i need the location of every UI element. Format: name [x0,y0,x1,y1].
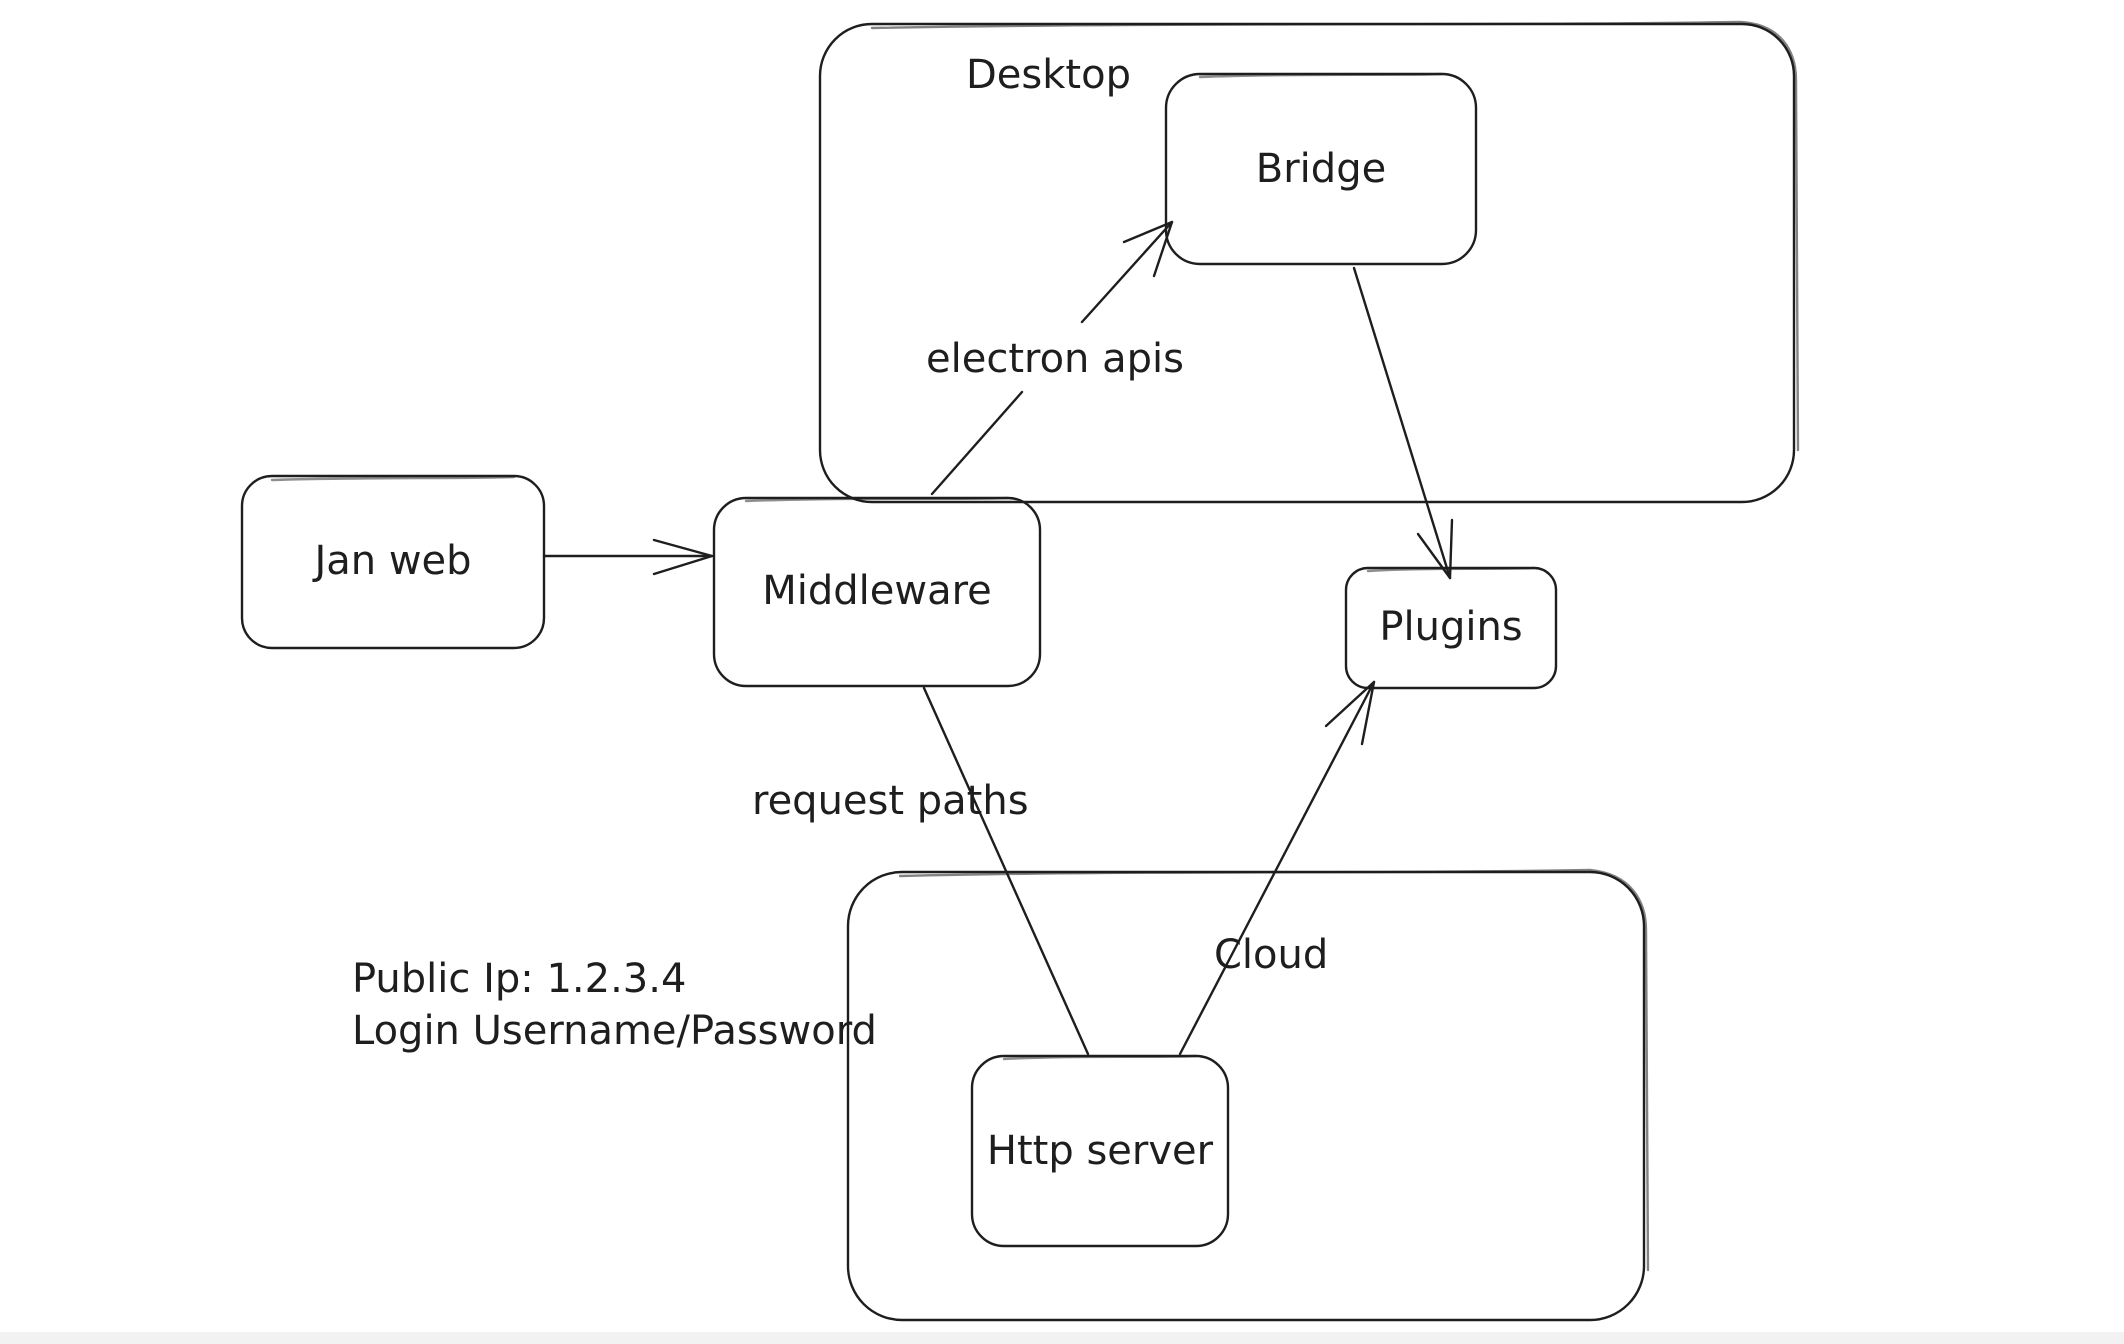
middleware-label: Middleware [762,568,992,614]
plugins-label: Plugins [1379,604,1522,650]
edge-bridge-to-plugins[interactable] [1352,266,1454,580]
cloud-container[interactable] [846,868,1650,1322]
bridge-label: Bridge [1256,146,1386,192]
edge-middleware-to-http-server[interactable] [922,686,1090,1056]
edge-middleware-to-bridge[interactable] [930,220,1174,496]
desktop-label: Desktop [966,52,1131,98]
desktop-container[interactable] [818,20,1800,504]
http-server-node[interactable] [970,1054,1230,1248]
edge-http-server-to-plugins[interactable] [1178,680,1376,1056]
edge-label-electron-apis: electron apis [926,336,1184,382]
edge-jan-to-middleware[interactable] [542,538,714,576]
http-server-label: Http server [987,1128,1214,1174]
bridge-node[interactable] [1164,72,1478,266]
note-login: Login Username/Password [352,1008,877,1054]
jan-web-node[interactable] [240,474,546,650]
middleware-node[interactable] [712,496,1042,688]
note-public-ip: Public Ip: 1.2.3.4 [352,956,686,1002]
jan-web-label: Jan web [311,538,471,584]
cloud-label: Cloud [1214,932,1328,978]
bottom-strip [0,1332,2124,1344]
edge-label-request-paths: request paths [752,778,1029,824]
